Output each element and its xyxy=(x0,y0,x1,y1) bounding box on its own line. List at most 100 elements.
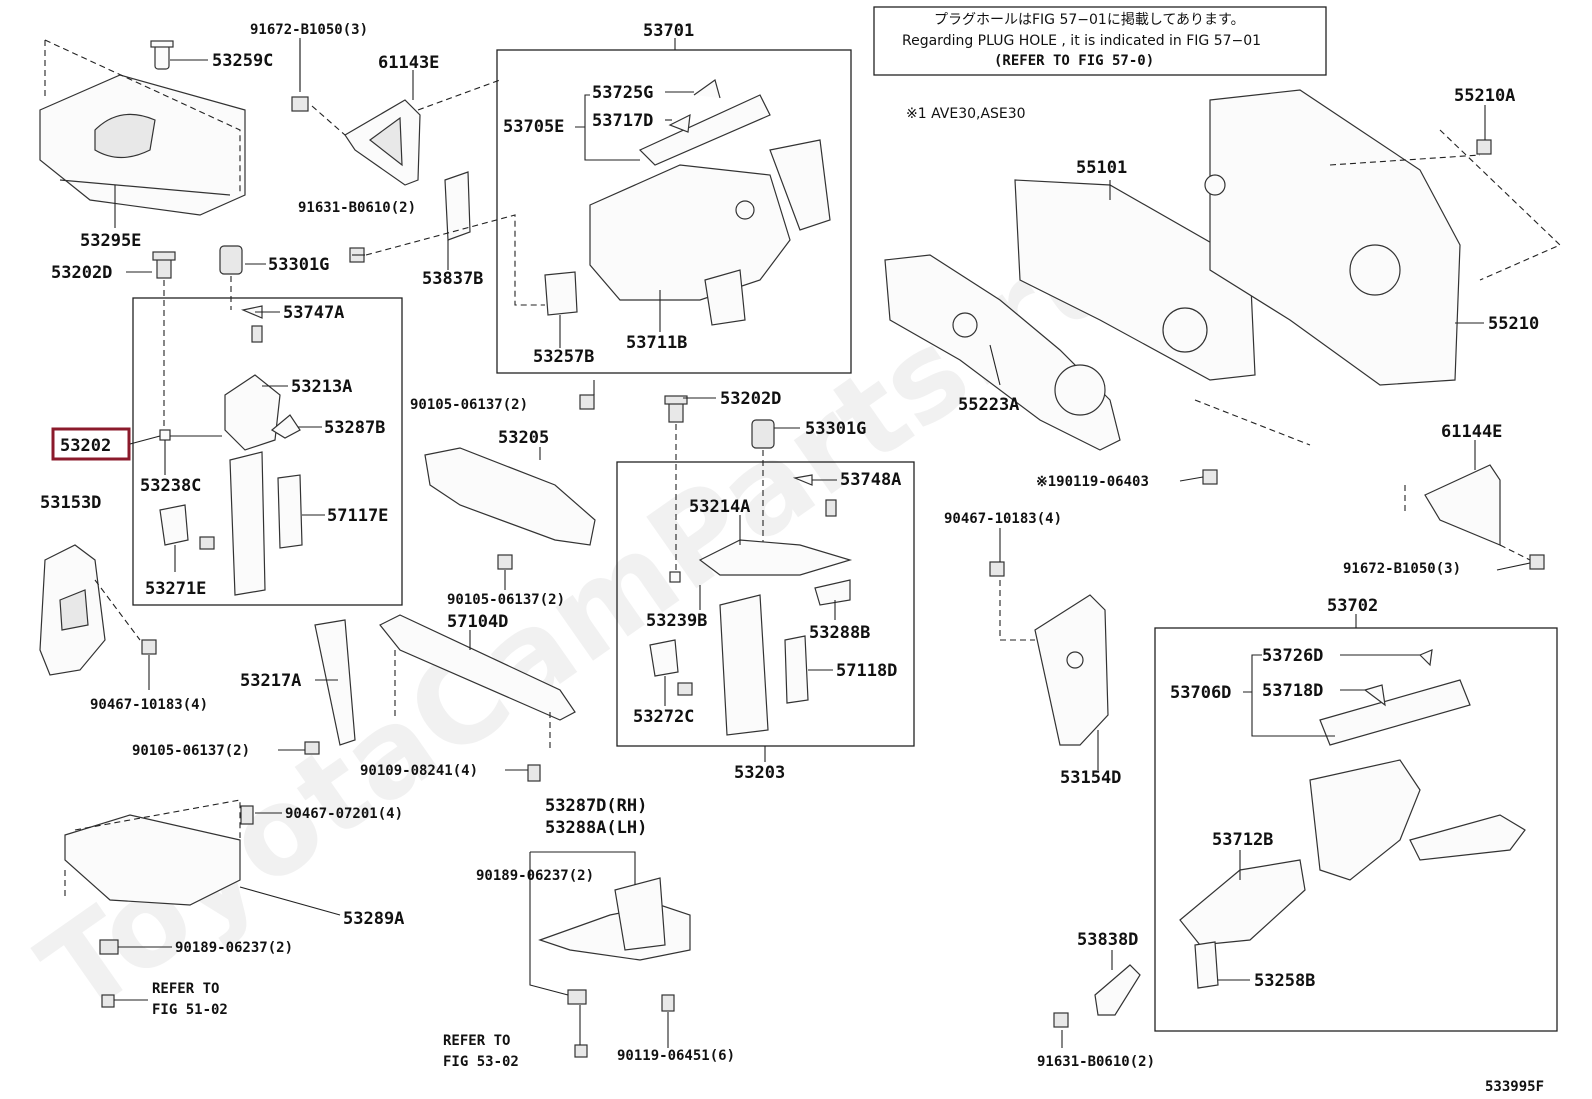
label-53301g-b[interactable]: 53301G xyxy=(805,419,866,439)
label-90189-06237-b[interactable]: 90189-06237(2) xyxy=(476,868,594,884)
label-53301g-a[interactable]: 53301G xyxy=(268,255,329,275)
part-55101-shape xyxy=(1014,179,1311,446)
part-53295e-shape xyxy=(39,39,246,216)
label-53238c[interactable]: 53238C xyxy=(140,476,201,496)
label-90105-06137-c[interactable]: 90105-06137(2) xyxy=(132,743,250,759)
label-53706d[interactable]: 53706D xyxy=(1170,683,1231,703)
label-55101[interactable]: 55101 xyxy=(1076,158,1127,178)
label-53205[interactable]: 53205 xyxy=(498,428,549,448)
label-53271e[interactable]: 53271E xyxy=(145,579,206,599)
label-53202d-a[interactable]: 53202D xyxy=(51,263,112,283)
label-53259c[interactable]: 53259C xyxy=(212,51,273,71)
refer-51-02-line2[interactable]: FIG 51-02 xyxy=(152,1002,228,1018)
label-90467-07201[interactable]: 90467-07201(4) xyxy=(285,806,403,822)
label-53203[interactable]: 53203 xyxy=(734,763,785,783)
plug-hole-note-box xyxy=(873,6,1327,76)
part-53288b-shape xyxy=(814,579,851,606)
part-55223a-shape xyxy=(884,254,1121,451)
label-53213a[interactable]: 53213A xyxy=(291,377,352,397)
label-53711b[interactable]: 53711B xyxy=(626,333,687,353)
refer-53-02-line1[interactable]: REFER TO xyxy=(443,1033,510,1049)
label-53725g[interactable]: 53725G xyxy=(592,83,653,103)
part-53701-shape xyxy=(544,94,831,326)
part-53154d-shape xyxy=(989,561,1109,746)
label-57118d[interactable]: 57118D xyxy=(836,661,897,681)
label-90119-06451[interactable]: 90119-06451(6) xyxy=(617,1048,735,1064)
refer-51-02-line1[interactable]: REFER TO xyxy=(152,981,219,997)
label-53202d-b[interactable]: 53202D xyxy=(720,389,781,409)
note-line-3[interactable]: (REFER TO FIG 57-0) xyxy=(994,53,1154,69)
label-57104d[interactable]: 57104D xyxy=(447,612,508,632)
note-line-1: プラグホールはFIG 57−01に掲載してあります。 xyxy=(934,12,1245,28)
part-53289a-shape xyxy=(64,799,254,1008)
part-53202d-bolt-a-shape xyxy=(152,251,176,432)
part-53202-rail-shape xyxy=(199,451,266,596)
label-55223a[interactable]: 55223A xyxy=(958,395,1019,415)
part-57117e-shape xyxy=(277,474,303,549)
part-53725g-shape xyxy=(693,79,721,99)
label-53838d[interactable]: 53838D xyxy=(1077,930,1138,950)
label-90105-06137-a[interactable]: 90105-06137(2) xyxy=(410,397,528,413)
leader-lines xyxy=(114,38,1531,1048)
label-53717d[interactable]: 53717D xyxy=(592,111,653,131)
part-53837b-shape xyxy=(444,171,471,241)
label-53153d[interactable]: 53153D xyxy=(40,493,101,513)
label-53289a[interactable]: 53289A xyxy=(343,909,404,929)
label-90119-06403[interactable]: ※190119-06403 xyxy=(1036,474,1149,490)
label-53726d[interactable]: 53726D xyxy=(1262,646,1323,666)
part-90119-bolt-shape xyxy=(1202,469,1218,485)
label-53837b[interactable]: 53837B xyxy=(422,269,483,289)
label-90467-10183-b[interactable]: 90467-10183(4) xyxy=(944,511,1062,527)
part-53301g-rubber-b-shape xyxy=(751,419,775,550)
group-box-53202 xyxy=(132,297,403,606)
part-53717d-shape xyxy=(668,113,691,133)
label-90109-08241[interactable]: 90109-08241(4) xyxy=(360,763,478,779)
part-53301g-rubber-a-shape xyxy=(219,245,243,310)
label-53217a[interactable]: 53217A xyxy=(240,671,301,691)
label-53701[interactable]: 53701 xyxy=(643,21,694,41)
part-53205-shape xyxy=(424,394,596,570)
label-53214a[interactable]: 53214A xyxy=(689,497,750,517)
label-91631-b0610-a[interactable]: 91631-B0610(2) xyxy=(298,200,416,216)
part-61144e-shape xyxy=(1404,464,1545,570)
group-box-53701 xyxy=(496,49,852,374)
label-53257b[interactable]: 53257B xyxy=(533,347,594,367)
label-53202-selected[interactable]: 53202 xyxy=(60,436,111,456)
label-61143e[interactable]: 61143E xyxy=(378,53,439,73)
label-53747a[interactable]: 53747A xyxy=(283,303,344,323)
label-90105-06137-b[interactable]: 90105-06137(2) xyxy=(447,592,565,608)
label-91631-b0610-b[interactable]: 91631-B0610(2) xyxy=(1037,1054,1155,1070)
selected-part-highlight xyxy=(51,427,131,461)
note-line-2: Regarding PLUG HOLE , it is indicated in… xyxy=(902,33,1261,49)
label-53287d[interactable]: 53287D(RH) xyxy=(545,796,647,816)
label-53748a[interactable]: 53748A xyxy=(840,470,901,490)
label-53705e[interactable]: 53705E xyxy=(503,117,564,137)
label-91672-b1050-a[interactable]: 91672-B1050(3) xyxy=(250,22,368,38)
label-53154d[interactable]: 53154D xyxy=(1060,768,1121,788)
part-53213a-shape xyxy=(224,305,281,451)
refer-53-02-line2[interactable]: FIG 53-02 xyxy=(443,1054,519,1070)
label-53295e[interactable]: 53295E xyxy=(80,231,141,251)
label-53718d[interactable]: 53718D xyxy=(1262,681,1323,701)
part-53217a-shape xyxy=(304,619,356,755)
label-53288b[interactable]: 53288B xyxy=(809,623,870,643)
label-90467-10183-a[interactable]: 90467-10183(4) xyxy=(90,697,208,713)
label-53288a[interactable]: 53288A(LH) xyxy=(545,818,647,838)
label-55210[interactable]: 55210 xyxy=(1488,314,1539,334)
label-91672-b1050-b[interactable]: 91672-B1050(3) xyxy=(1343,561,1461,577)
label-53712b[interactable]: 53712B xyxy=(1212,830,1273,850)
label-61144e[interactable]: 61144E xyxy=(1441,422,1502,442)
label-55210a[interactable]: 55210A xyxy=(1454,86,1515,106)
label-53702[interactable]: 53702 xyxy=(1327,596,1378,616)
part-53238c-shape xyxy=(159,429,171,441)
label-53272c[interactable]: 53272C xyxy=(633,707,694,727)
footnote: ※1 AVE30,ASE30 xyxy=(906,106,1026,122)
label-53239b[interactable]: 53239B xyxy=(646,611,707,631)
label-53287b[interactable]: 53287B xyxy=(324,418,385,438)
label-57117e[interactable]: 57117E xyxy=(327,506,388,526)
label-90189-06237-a[interactable]: 90189-06237(2) xyxy=(175,940,293,956)
label-53258b[interactable]: 53258B xyxy=(1254,971,1315,991)
part-53153d-shape xyxy=(39,544,157,676)
